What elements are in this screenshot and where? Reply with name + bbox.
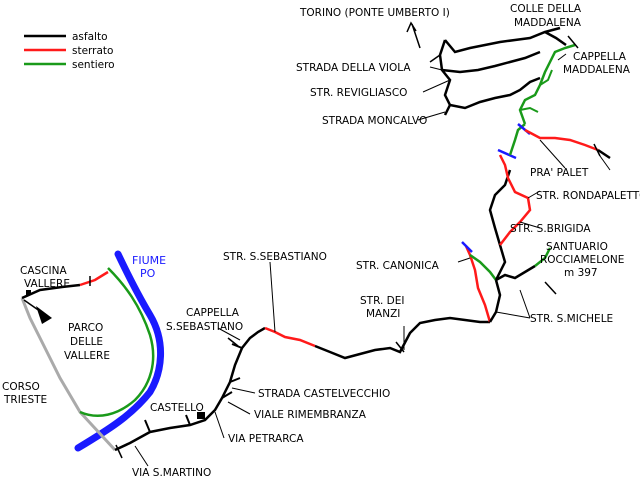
label-ssebastiano: STR. S.SEBASTIANO [223, 251, 327, 263]
label-cascina-1: CASCINA [20, 265, 67, 277]
label-viola: STRADA DELLA VIOLA [296, 62, 411, 74]
route-asfalto-2 [314, 316, 490, 360]
river-po [74, 250, 164, 452]
legend: asfalto sterrato sentiero [24, 31, 115, 71]
route-asfalto-1 [114, 326, 266, 452]
rondapaletto-asfalto [597, 148, 611, 160]
label-santuario-3: m 397 [564, 267, 598, 279]
label-smichele: STR. S.MICHELE [530, 313, 613, 325]
legend-asfalto-label: asfalto [72, 31, 108, 43]
label-colle-1: COLLE DELLA [510, 3, 582, 15]
label-revigliasco: STR. REVIGLIASCO [310, 87, 407, 99]
label-colle-2: MADDALENA [514, 17, 582, 29]
label-parco-3: VALLERE [64, 350, 110, 362]
label-cappella-sseb-2: S.SEBASTIANO [166, 321, 243, 333]
label-rondapaletto: STR. RONDAPALETTO [536, 190, 640, 202]
label-torino: TORINO (PONTE UMBERTO I) [299, 7, 450, 19]
route-sterrato-ssebastiano [264, 326, 316, 348]
label-petrarca: VIA PETRARCA [228, 433, 304, 445]
rondapaletto-sterrato [524, 128, 599, 152]
label-dei-manzi-1: STR. DEI [360, 295, 405, 307]
route-smichele [488, 279, 502, 323]
arrow-shaft [23, 299, 45, 315]
torino-arrow-head [406, 21, 417, 33]
sentiero-branch [519, 106, 539, 113]
sentiero-branch [539, 69, 553, 86]
tick-mark [429, 54, 441, 63]
label-smartino: VIA S.MARTINO [132, 467, 211, 479]
sentiero-maddalena [518, 43, 576, 125]
route-santuario [495, 264, 536, 282]
label-parco-2: DELLE [70, 336, 103, 348]
label-santuario-1: SANTUARIO [546, 241, 608, 253]
cascina-marker [26, 290, 31, 295]
road-moncalvo [443, 104, 452, 116]
tick-mark [395, 341, 405, 353]
road-cappella [544, 30, 567, 47]
legend-sterrato-label: sterrato [72, 45, 113, 57]
label-fiume-2: PO [140, 267, 156, 280]
label-cappella-madd-2: MADDALENA [563, 64, 631, 76]
parco-vallere-path [79, 267, 155, 417]
label-moncalvo: STRADA MONCALVO [322, 115, 427, 127]
label-rimembranza: VIALE RIMEMBRANZA [254, 409, 367, 421]
tick-mark [544, 281, 557, 295]
santuario-sentiero [534, 247, 552, 267]
branch [229, 377, 241, 383]
label-corso-2: TRIESTE [3, 394, 47, 406]
canonica-marker [461, 241, 473, 253]
route-sbrigida [488, 169, 512, 281]
tick-mark [115, 444, 123, 459]
label-santuario-2: ROCCIAMELONE [540, 254, 624, 266]
label-pra-palet: PRA' PALET [530, 167, 589, 179]
pra-palet-marker [497, 148, 517, 160]
label-castello: CASTELLO [150, 402, 204, 414]
road-revigliasco [441, 50, 541, 74]
route-canonica [464, 245, 492, 323]
legend-sentiero-label: sentiero [72, 59, 115, 71]
label-corso-1: CORSO [2, 381, 40, 393]
tick-mark [227, 337, 239, 347]
corso-trieste-road [20, 297, 117, 452]
castello-marker [197, 412, 205, 419]
tick-mark [593, 143, 601, 157]
branch [221, 391, 233, 399]
label-dei-manzi-2: MANZI [366, 308, 400, 320]
label-canonica: STR. CANONICA [356, 260, 440, 272]
label-cascina-2: VALLERE [24, 278, 70, 290]
label-parco-1: PARCO [68, 322, 103, 334]
canonica-sentiero [469, 253, 497, 281]
label-castelvecchio: STRADA CASTELVECCHIO [258, 388, 390, 400]
tick-mark [567, 35, 579, 49]
branch [144, 419, 151, 433]
label-sbrigida: STR. S.BRIGIDA [510, 223, 591, 235]
leader-lines [134, 53, 611, 467]
label-fiume-1: FIUME [132, 254, 166, 267]
road-colle [444, 26, 561, 54]
label-cappella-madd-1: CAPPELLA [573, 51, 627, 63]
label-cappella-sseb-1: CAPPELLA [186, 307, 240, 319]
branch [185, 414, 191, 426]
cascina-sterrato [79, 270, 109, 287]
direction-arrow [36, 306, 52, 324]
